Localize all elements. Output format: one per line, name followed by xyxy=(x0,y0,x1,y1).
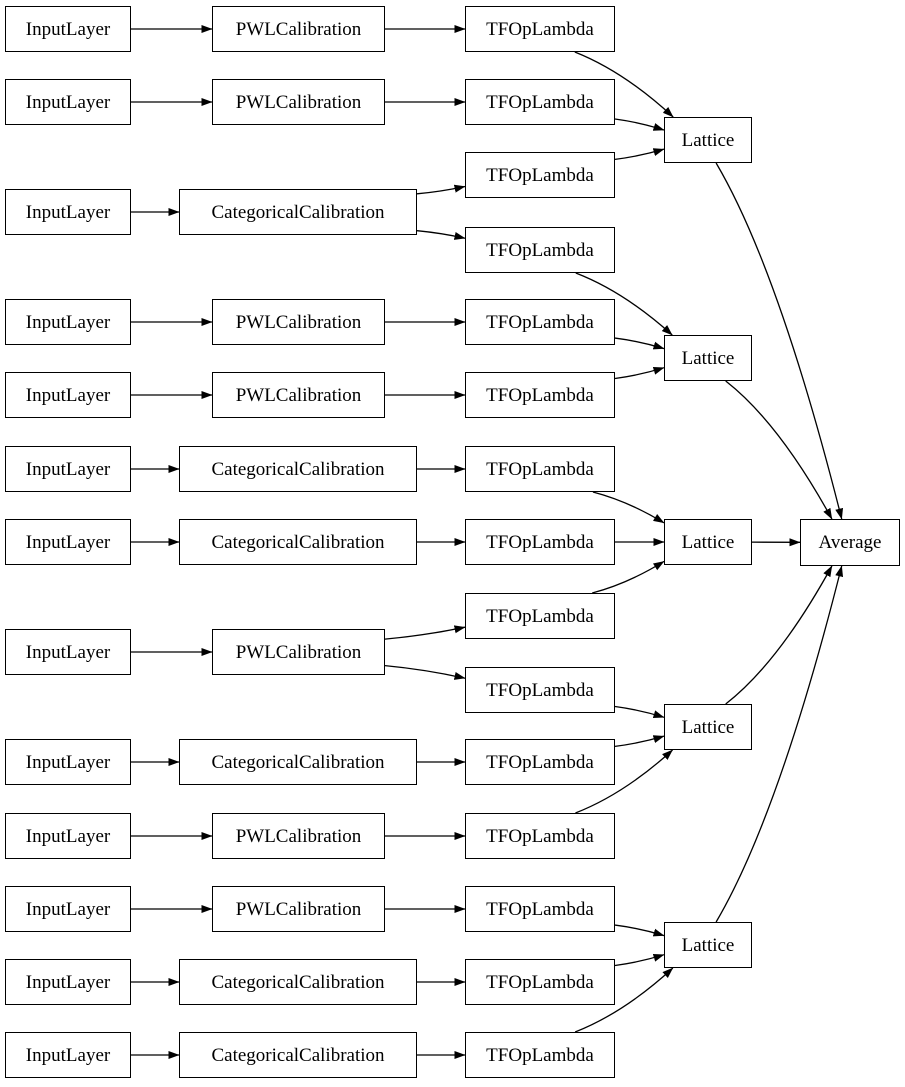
edge-t10-to-l4 xyxy=(614,705,665,719)
node-inputlayer: InputLayer xyxy=(5,189,131,235)
node-tfoplambda: TFOpLambda xyxy=(465,152,615,198)
node-pwlcalibration: PWLCalibration xyxy=(212,372,385,418)
node-pwlcalibration: PWLCalibration xyxy=(212,6,385,52)
node-tfoplambda: TFOpLambda xyxy=(465,519,615,565)
edge-c8-to-t10 xyxy=(384,664,466,680)
edge-t6-to-l2 xyxy=(614,366,665,380)
node-tfoplambda: TFOpLambda xyxy=(465,886,615,932)
edge-t9-to-l3 xyxy=(592,560,665,594)
node-inputlayer: InputLayer xyxy=(5,6,131,52)
node-inputlayer: InputLayer xyxy=(5,739,131,785)
node-pwlcalibration: PWLCalibration xyxy=(212,813,385,859)
edge-c3-to-t4 xyxy=(416,230,466,240)
edge-l5-to-avg xyxy=(715,565,844,923)
edge-t3-to-l1 xyxy=(614,148,665,161)
edge-t2-to-l1 xyxy=(614,118,665,131)
node-inputlayer: InputLayer xyxy=(5,519,131,565)
edge-l4-to-avg xyxy=(725,565,833,705)
node-inputlayer: InputLayer xyxy=(5,1032,131,1078)
node-lattice: Lattice xyxy=(664,335,752,381)
edge-t13-to-l5 xyxy=(614,924,665,937)
node-inputlayer: InputLayer xyxy=(5,886,131,932)
edge-t7-to-l3 xyxy=(592,491,665,524)
node-inputlayer: InputLayer xyxy=(5,959,131,1005)
node-categoricalcalibration: CategoricalCalibration xyxy=(179,189,417,235)
node-categoricalcalibration: CategoricalCalibration xyxy=(179,959,417,1005)
node-lattice: Lattice xyxy=(664,519,752,565)
edge-t15-to-l5 xyxy=(574,967,674,1033)
node-lattice: Lattice xyxy=(664,922,752,968)
node-lattice: Lattice xyxy=(664,117,752,163)
node-pwlcalibration: PWLCalibration xyxy=(212,299,385,345)
node-inputlayer: InputLayer xyxy=(5,299,131,345)
node-tfoplambda: TFOpLambda xyxy=(465,1032,615,1078)
node-tfoplambda: TFOpLambda xyxy=(465,446,615,492)
edge-t5-to-l2 xyxy=(614,337,665,350)
node-pwlcalibration: PWLCalibration xyxy=(212,79,385,125)
node-tfoplambda: TFOpLambda xyxy=(465,299,615,345)
edge-t11-to-l4 xyxy=(614,735,665,748)
edge-l2-to-avg xyxy=(725,380,833,520)
edge-t1-to-l1 xyxy=(574,51,674,118)
node-inputlayer: InputLayer xyxy=(5,372,131,418)
node-pwlcalibration: PWLCalibration xyxy=(212,629,385,675)
node-tfoplambda: TFOpLambda xyxy=(465,6,615,52)
edge-t4-to-l2 xyxy=(575,272,673,336)
node-tfoplambda: TFOpLambda xyxy=(465,667,615,713)
edge-c3-to-t3 xyxy=(416,184,466,195)
node-lattice: Lattice xyxy=(664,704,752,750)
node-inputlayer: InputLayer xyxy=(5,79,131,125)
node-categoricalcalibration: CategoricalCalibration xyxy=(179,446,417,492)
node-tfoplambda: TFOpLambda xyxy=(465,959,615,1005)
node-tfoplambda: TFOpLambda xyxy=(465,813,615,859)
node-tfoplambda: TFOpLambda xyxy=(465,739,615,785)
node-inputlayer: InputLayer xyxy=(5,629,131,675)
node-tfoplambda: TFOpLambda xyxy=(465,79,615,125)
node-inputlayer: InputLayer xyxy=(5,813,131,859)
node-tfoplambda: TFOpLambda xyxy=(465,372,615,418)
edge-l1-to-avg xyxy=(715,162,844,520)
node-categoricalcalibration: CategoricalCalibration xyxy=(179,519,417,565)
node-tfoplambda: TFOpLambda xyxy=(465,593,615,639)
node-average: Average xyxy=(800,519,900,566)
edge-t12-to-l4 xyxy=(575,749,673,814)
edge-c8-to-t9 xyxy=(384,625,466,640)
node-pwlcalibration: PWLCalibration xyxy=(212,886,385,932)
node-inputlayer: InputLayer xyxy=(5,446,131,492)
node-tfoplambda: TFOpLambda xyxy=(465,227,615,273)
node-categoricalcalibration: CategoricalCalibration xyxy=(179,739,417,785)
node-categoricalcalibration: CategoricalCalibration xyxy=(179,1032,417,1078)
edge-t14-to-l5 xyxy=(614,953,665,967)
